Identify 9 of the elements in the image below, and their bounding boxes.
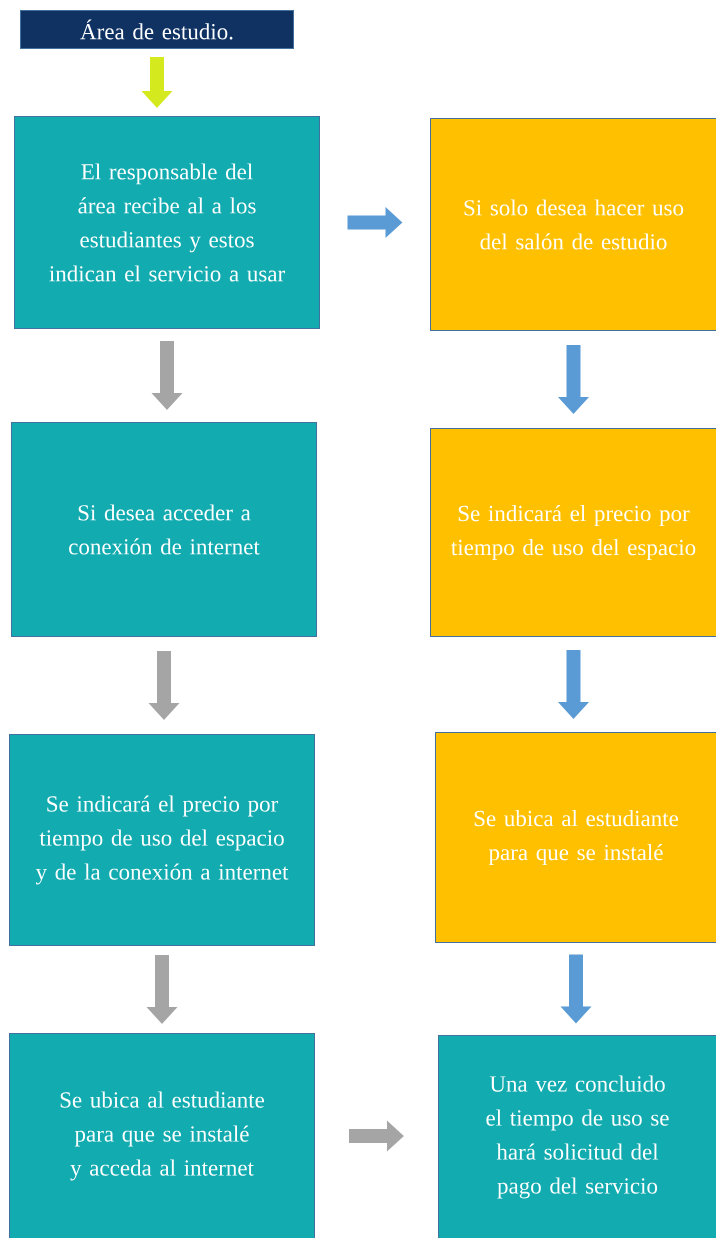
process-box: Se ubica al estudiante para que se instalé (435, 732, 716, 943)
process-box: Se indicará el precio por tiempo de uso del espacio y de la conexión a internet (9, 734, 315, 946)
process-box: Si desea acceder a conexión de internet (11, 422, 317, 637)
process-box: Se indicará el precio por tiempo de uso del espacio (430, 428, 716, 637)
process-box: Si solo desea hacer uso del salón de estudio (430, 118, 716, 331)
process-box: Se ubica al estudiante para que se instalé y acceda al internet (9, 1033, 315, 1238)
process-box: Una vez concluido el tiempo de uso se hará solicitud del pago del servicio (438, 1035, 716, 1238)
process-box: El responsable del área recibe al a los estudiantes y estos indican el servicio a usar (14, 116, 320, 329)
title-box: Área de estudio. (20, 10, 294, 49)
